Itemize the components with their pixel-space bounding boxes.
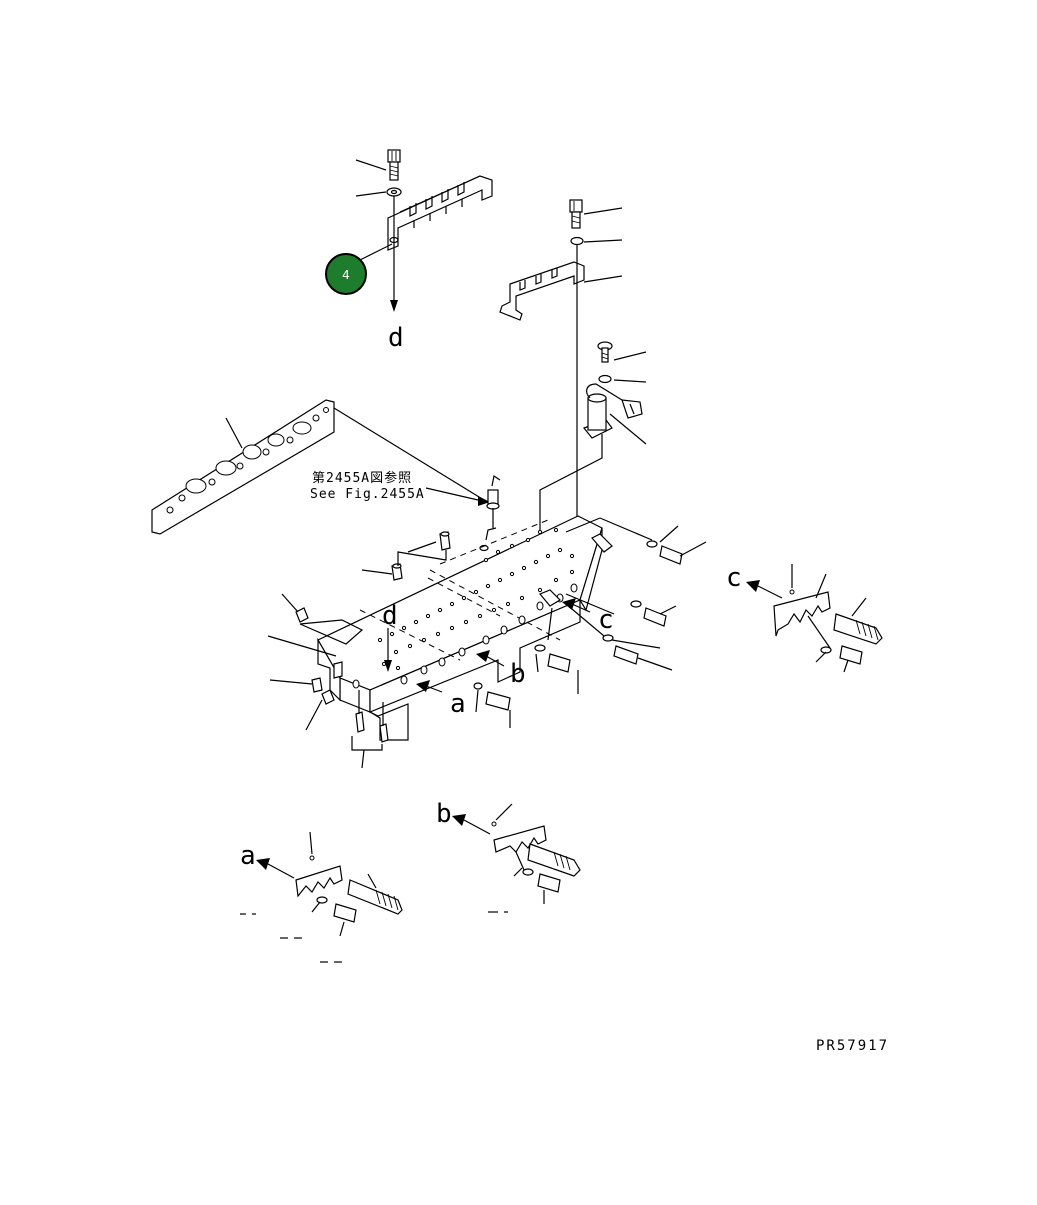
arrow-to-d-icon xyxy=(390,300,398,312)
view-label-b-detail: b xyxy=(436,799,452,829)
view-marker-d-main: d xyxy=(382,601,398,672)
valve-body-holes xyxy=(377,527,575,671)
bolt-a-detail xyxy=(333,903,357,923)
arrow-b-main-icon xyxy=(476,650,490,662)
view-label-b-main: b xyxy=(510,659,526,689)
top-right-bracket-group xyxy=(499,199,623,552)
view-label-d-top: d xyxy=(388,323,404,353)
detail-view-a: a xyxy=(240,831,403,963)
cross-reference-note: 第2455A図参照 See Fig.2455A xyxy=(310,470,490,506)
solenoid-valve xyxy=(539,383,643,550)
left-fittings xyxy=(267,635,389,769)
arrow-c-detail-icon xyxy=(746,580,760,592)
lock-washer-solenoid xyxy=(598,374,612,384)
screw-solenoid xyxy=(597,341,613,363)
pressure-sensor xyxy=(479,475,501,552)
view-marker-a-main: a xyxy=(416,680,466,719)
plugs-upper xyxy=(281,531,451,623)
washer-top-right xyxy=(570,236,584,246)
bolt-c-detail xyxy=(839,645,863,665)
washer-top-left xyxy=(386,187,402,197)
stud-a-detail xyxy=(347,879,403,915)
plate-a-detail xyxy=(295,865,343,898)
top-left-bracket-group: d xyxy=(355,149,493,353)
detail-view-b: b xyxy=(436,799,581,913)
stud-c-detail xyxy=(833,613,883,645)
washer-right-1 xyxy=(646,540,658,548)
bolt-b-detail xyxy=(537,873,561,893)
bracket-top-left xyxy=(387,175,493,251)
body-side-hardware xyxy=(473,517,707,728)
plate-c-detail xyxy=(773,591,831,637)
view-marker-b-main: b xyxy=(476,650,526,689)
bracket-top-right xyxy=(499,261,585,321)
callout-4-marker[interactable]: 4 xyxy=(325,253,367,295)
view-label-d-main: d xyxy=(382,601,398,631)
crossref-japanese: 第2455A図参照 xyxy=(312,470,412,486)
view-label-a-main: a xyxy=(450,689,466,719)
arrow-a-detail-icon xyxy=(256,858,270,870)
plate-b-detail xyxy=(493,825,547,853)
view-label-c-main: c xyxy=(598,605,614,635)
valve-body-ports xyxy=(352,583,578,689)
view-label-c-detail: c xyxy=(726,563,742,593)
callout-number: 4 xyxy=(342,268,350,282)
detail-view-c: c xyxy=(726,563,883,673)
bolt-right-1 xyxy=(659,545,683,565)
crossref-english: See Fig.2455A xyxy=(310,487,425,502)
gasket-plate xyxy=(151,399,485,535)
stud-b-detail xyxy=(527,843,581,877)
arrow-b-detail-icon xyxy=(452,814,466,826)
arrow-a-main-icon xyxy=(416,680,430,692)
arrow-c-main-icon xyxy=(562,598,576,610)
view-label-a-detail: a xyxy=(240,841,256,871)
arrow-d-main-icon xyxy=(384,660,392,672)
crossref-arrow-icon xyxy=(478,496,490,506)
drawing-code: PR57917 xyxy=(816,1038,889,1054)
bolt-top-left xyxy=(387,149,401,181)
bolt-top-right xyxy=(569,199,583,229)
view-marker-c-main: c xyxy=(562,598,614,635)
solenoid-group xyxy=(539,341,647,550)
